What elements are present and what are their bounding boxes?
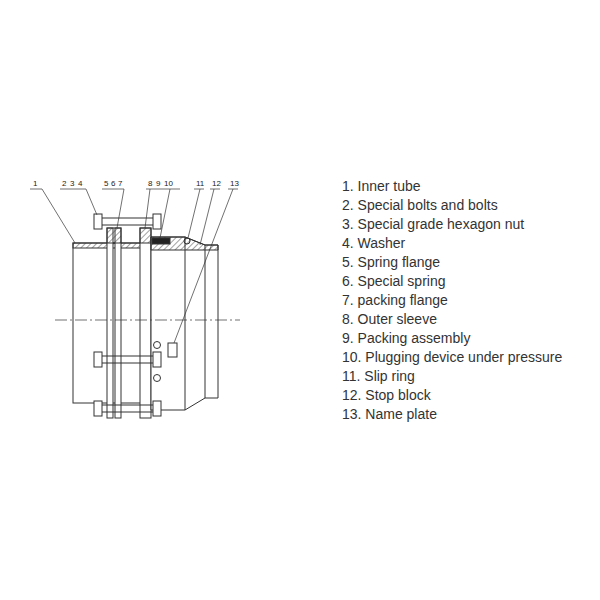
leader-lines xyxy=(30,189,238,343)
part-list-item: 4. Washer xyxy=(342,235,405,251)
part-list-item: 10. Plugging device under pressure xyxy=(342,349,562,365)
callout-number: 7 xyxy=(118,179,122,188)
part-list-item: 11. Slip ring xyxy=(342,368,415,384)
callout-number: 8 xyxy=(148,179,152,188)
callout-number: 1 xyxy=(33,179,37,188)
part-list-item: 7. packing flange xyxy=(342,292,448,308)
callout-number: 12 xyxy=(212,179,221,188)
callout-number: 13 xyxy=(230,179,239,188)
callout-number: 10 xyxy=(164,179,173,188)
callout-number: 4 xyxy=(78,179,82,188)
part-list-item: 6. Special spring xyxy=(342,273,446,289)
part-list-item: 8. Outer sleeve xyxy=(342,311,437,327)
part-list-item: 1. Inner tube xyxy=(342,178,421,194)
callout-number: 5 xyxy=(104,179,108,188)
callout-number: 11 xyxy=(196,179,204,188)
part-list-item: 12. Stop block xyxy=(342,387,431,403)
part-list-item: 2. Special bolts and bolts xyxy=(342,197,498,213)
callout-number: 9 xyxy=(156,179,160,188)
callout-number: 3 xyxy=(70,179,74,188)
part-list-item: 13. Name plate xyxy=(342,406,437,422)
part-list-item: 9. Packing assembly xyxy=(342,330,470,346)
callout-number: 2 xyxy=(62,179,66,188)
part-list-item: 3. Special grade hexagon nut xyxy=(342,216,524,232)
callout-number: 6 xyxy=(111,179,115,188)
part-list-item: 5. Spring flange xyxy=(342,254,440,270)
drawing-lines xyxy=(55,214,240,418)
